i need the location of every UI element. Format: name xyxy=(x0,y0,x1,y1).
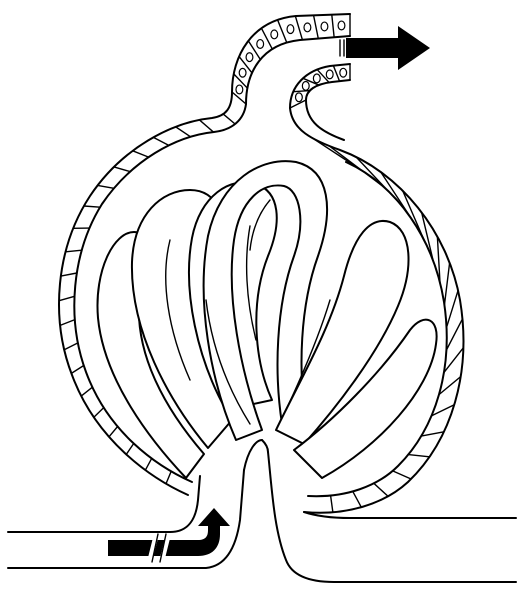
tubule-cell-wall xyxy=(293,91,310,92)
capsule-cell-division xyxy=(133,151,149,157)
capsule-cell-division xyxy=(444,263,449,305)
cell-nucleus xyxy=(326,70,333,79)
cell-nucleus xyxy=(304,23,311,32)
capillary-tuft xyxy=(97,161,436,478)
inflow-arrow xyxy=(108,508,230,562)
stalk-divider-left xyxy=(244,440,262,470)
capsule-cell-division xyxy=(66,250,82,252)
capsule-cell-division xyxy=(71,365,83,373)
capsule-cell-division xyxy=(166,471,171,483)
afferent-arteriole-top xyxy=(8,476,200,532)
capsule-cell-division xyxy=(109,426,118,436)
capsule-cell-division xyxy=(408,455,429,457)
capsule-cell-division xyxy=(64,343,78,350)
capsule-cell-division xyxy=(199,120,213,132)
tubule-cell-wall xyxy=(314,15,319,38)
tubule-cell-wall xyxy=(295,16,302,40)
tubule-cell-wall xyxy=(332,15,334,38)
capsule-cell-division xyxy=(403,191,425,241)
tubule-cell-wall xyxy=(278,20,287,43)
capsule-inner-wall-right xyxy=(306,100,344,140)
capsule-cell-division xyxy=(94,408,104,418)
cell-nucleus xyxy=(239,68,246,77)
capsule-cell-division xyxy=(98,185,114,188)
capsule-cell-division xyxy=(329,146,383,187)
outflow-arrow-shape xyxy=(346,26,430,70)
capsule-cell-division xyxy=(393,471,411,479)
capsule-cell-division xyxy=(223,114,235,124)
outflow-arrow xyxy=(340,26,430,70)
capsule-cell-division xyxy=(331,496,333,513)
capsule-cell-division xyxy=(145,458,151,470)
capsule-cell-division xyxy=(59,296,74,300)
capsule-cell-division xyxy=(81,387,92,396)
capsule-cell-division xyxy=(353,491,362,507)
stalk-divider-right xyxy=(262,440,268,452)
capsule-cell-division xyxy=(421,432,444,436)
capsule-cell-division xyxy=(61,273,77,276)
capsule-cell-division xyxy=(447,290,459,327)
outflow-arrow-tail xyxy=(340,40,344,56)
tubule-cells xyxy=(232,14,350,108)
capsule-cell-division xyxy=(356,157,399,203)
capsule-cell-division xyxy=(446,319,462,350)
capsule-cell-division xyxy=(114,167,130,172)
capsule-cell-division xyxy=(126,443,133,454)
cell-nucleus xyxy=(338,21,345,30)
cell-nucleus xyxy=(321,22,328,31)
cell-nucleus xyxy=(313,74,320,83)
capsule-cell-division xyxy=(60,320,75,326)
cell-nucleus xyxy=(246,53,253,62)
capsule-cell-division xyxy=(374,483,388,496)
cell-nucleus xyxy=(302,82,309,91)
tubule-cell-wall xyxy=(333,66,339,82)
vascular-stalk xyxy=(8,440,516,582)
cell-nucleus xyxy=(287,25,294,34)
capsule-cell-division xyxy=(153,137,168,145)
cell-nucleus xyxy=(271,30,278,39)
cell-nucleus xyxy=(257,40,264,49)
cell-nucleus xyxy=(236,85,243,94)
cell-nucleus xyxy=(340,68,347,77)
cell-nucleus xyxy=(296,93,303,102)
capsule-cell-division xyxy=(176,127,191,137)
proximal-tubule xyxy=(232,14,350,108)
capsule-cell-division xyxy=(84,206,100,207)
